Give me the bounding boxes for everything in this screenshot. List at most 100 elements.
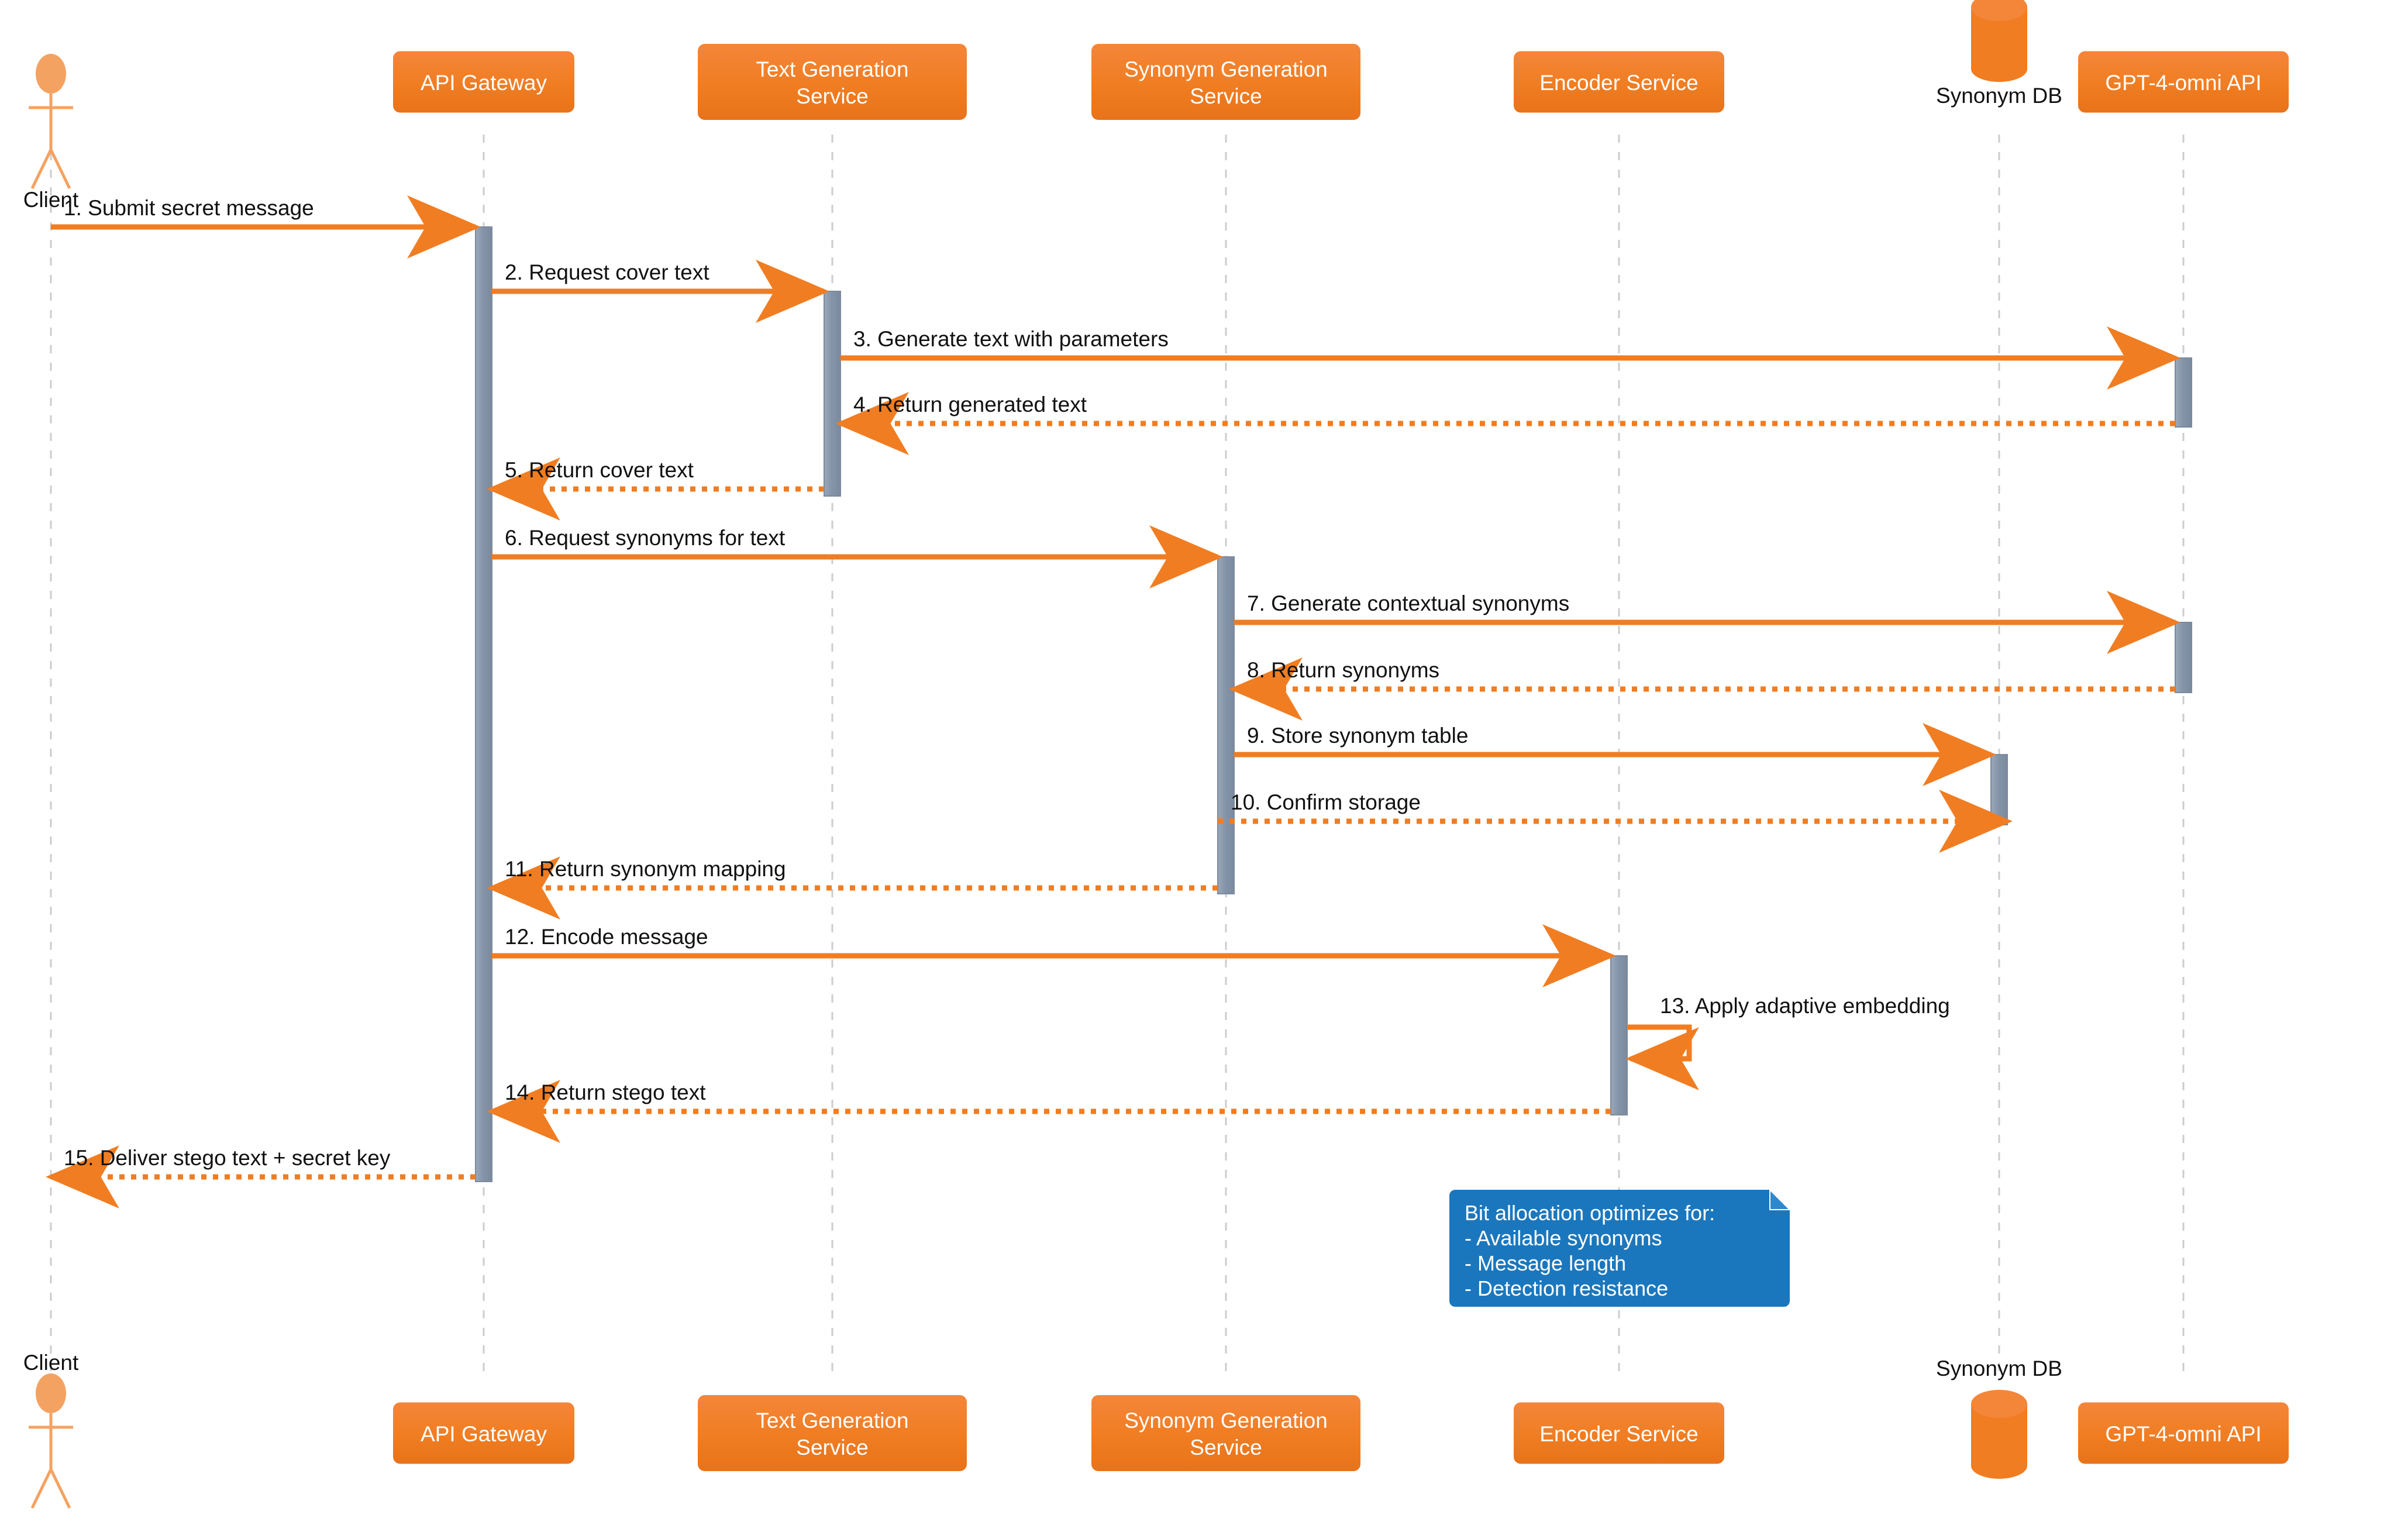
participant-label: Text Generation — [756, 1409, 908, 1433]
participant-box — [393, 51, 574, 113]
activation-bar-gateway — [475, 226, 492, 1182]
message-6[interactable]: 6. Request synonyms for text — [492, 525, 1223, 588]
participant-gateway[interactable]: API Gateway — [393, 1402, 574, 1464]
message-label: 5. Return cover text — [505, 458, 694, 482]
message-11[interactable]: 11. Return synonym mapping — [487, 856, 1218, 920]
message-label: 6. Request synonyms for text — [505, 526, 786, 550]
note-line: - Message length — [1465, 1251, 1626, 1275]
participant-label: Synonym DB — [1936, 84, 2062, 108]
actor-head-icon — [36, 1373, 66, 1413]
message-14[interactable]: 14. Return stego text — [487, 1080, 1611, 1143]
message-8[interactable]: 8. Return synonyms — [1229, 657, 2175, 721]
participant-encoder[interactable]: Encoder Service — [1514, 51, 1724, 113]
database-body-icon — [1971, 1404, 2027, 1479]
participant-gpt[interactable]: GPT-4-omni API — [2078, 51, 2289, 113]
activation-bar-encoder — [1610, 955, 1628, 1115]
participant-label: Service — [1190, 1435, 1262, 1459]
participant-gateway[interactable]: API Gateway — [393, 51, 574, 113]
message-4[interactable]: 4. Return generated text — [835, 392, 2175, 455]
participant-label: Service — [1190, 84, 1262, 108]
participant-box — [2078, 1402, 2289, 1464]
message-5[interactable]: 5. Return cover text — [487, 457, 824, 521]
participant-gpt[interactable]: GPT-4-omni API — [2078, 1402, 2289, 1464]
message-arrow — [1625, 1024, 1699, 1090]
bit-allocation-note: Bit allocation optimizes for:- Available… — [1449, 1188, 1792, 1307]
activation-bar-gpt — [2175, 357, 2192, 428]
message-9[interactable]: 9. Store synonym table — [1234, 723, 1996, 786]
participant-client[interactable]: Client — [23, 1351, 79, 1509]
participant-syndb[interactable]: Synonym DB — [1936, 1356, 2062, 1479]
participant-label: GPT-4-omni API — [2105, 1422, 2261, 1446]
actor-leg-right — [49, 149, 71, 190]
message-label: 2. Request cover text — [505, 260, 709, 284]
participant-label: Service — [796, 1435, 868, 1459]
message-10[interactable]: 10. Confirm storage — [1218, 790, 2013, 853]
message-label: 12. Encode message — [505, 925, 708, 949]
message-label: 8. Return synonyms — [1247, 658, 1439, 682]
participant-label: Synonym Generation — [1124, 1409, 1328, 1433]
message-label: 3. Generate text with parameters — [853, 327, 1169, 351]
participant-label: Synonym Generation — [1124, 57, 1328, 81]
participant-box — [1514, 1402, 1724, 1464]
message-12[interactable]: 12. Encode message — [492, 924, 1616, 987]
lifelines-group — [50, 135, 2185, 1380]
message-label: 10. Confirm storage — [1231, 790, 1421, 814]
participant-label: Client — [23, 188, 79, 212]
participant-client[interactable]: Client — [23, 54, 79, 212]
actor-head-icon — [36, 54, 66, 94]
message-label: 1. Submit secret message — [64, 196, 314, 220]
actor-leg-right — [49, 1468, 71, 1509]
message-label: 4. Return generated text — [853, 392, 1087, 416]
message-7[interactable]: 7. Generate contextual synonyms — [1234, 591, 2180, 654]
participant-label: Client — [23, 1351, 79, 1375]
participant-box — [698, 44, 967, 120]
activation-bar-textgen — [824, 291, 841, 497]
participant-box — [1091, 1395, 1360, 1471]
message-2[interactable]: 2. Request cover text — [492, 260, 829, 323]
message-3[interactable]: 3. Generate text with parameters — [840, 326, 2180, 390]
message-label: 15. Deliver stego text + secret key — [64, 1146, 391, 1170]
message-13[interactable]: 13. Apply adaptive embedding — [1625, 994, 1950, 1090]
note-line: - Available synonyms — [1465, 1226, 1662, 1250]
participant-label: GPT-4-omni API — [2105, 71, 2261, 95]
message-15[interactable]: 15. Deliver stego text + secret key — [46, 1145, 476, 1208]
note-line: - Detection resistance — [1465, 1276, 1668, 1300]
participant-label: API Gateway — [421, 71, 547, 95]
participant-box — [1091, 44, 1360, 120]
activation-bar-syngen — [1217, 556, 1235, 894]
actor-leg-left — [30, 149, 53, 190]
participant-box — [1514, 51, 1724, 113]
database-top-icon — [1971, 1390, 2027, 1418]
participant-box — [698, 1395, 967, 1471]
participant-syndb[interactable]: Synonym DB — [1936, 0, 2062, 108]
note-body — [1449, 1190, 1790, 1307]
activation-bars-group — [475, 226, 2192, 1182]
participant-label: Encoder Service — [1539, 71, 1698, 95]
participant-box — [393, 1402, 574, 1464]
note-folded-corner-icon — [1769, 1188, 1792, 1210]
message-label: 11. Return synonym mapping — [505, 857, 786, 881]
participant-label: Service — [796, 84, 868, 108]
message-label: 9. Store synonym table — [1247, 724, 1468, 748]
message-label: 13. Apply adaptive embedding — [1660, 994, 1950, 1018]
message-1[interactable]: 1. Submit secret message — [51, 195, 481, 259]
participant-encoder[interactable]: Encoder Service — [1514, 1402, 1724, 1464]
activation-bar-gpt — [2175, 622, 2192, 693]
participant-label: Text Generation — [756, 57, 908, 81]
actor-leg-left — [30, 1468, 53, 1509]
note-line: Bit allocation optimizes for: — [1465, 1201, 1715, 1225]
activation-bar-syndb — [1990, 754, 2008, 825]
database-top-icon — [1971, 0, 2027, 21]
message-label: 7. Generate contextual synonyms — [1247, 591, 1569, 615]
participant-label: API Gateway — [421, 1422, 547, 1446]
participant-box — [2078, 51, 2289, 113]
participant-label: Synonym DB — [1936, 1356, 2062, 1380]
